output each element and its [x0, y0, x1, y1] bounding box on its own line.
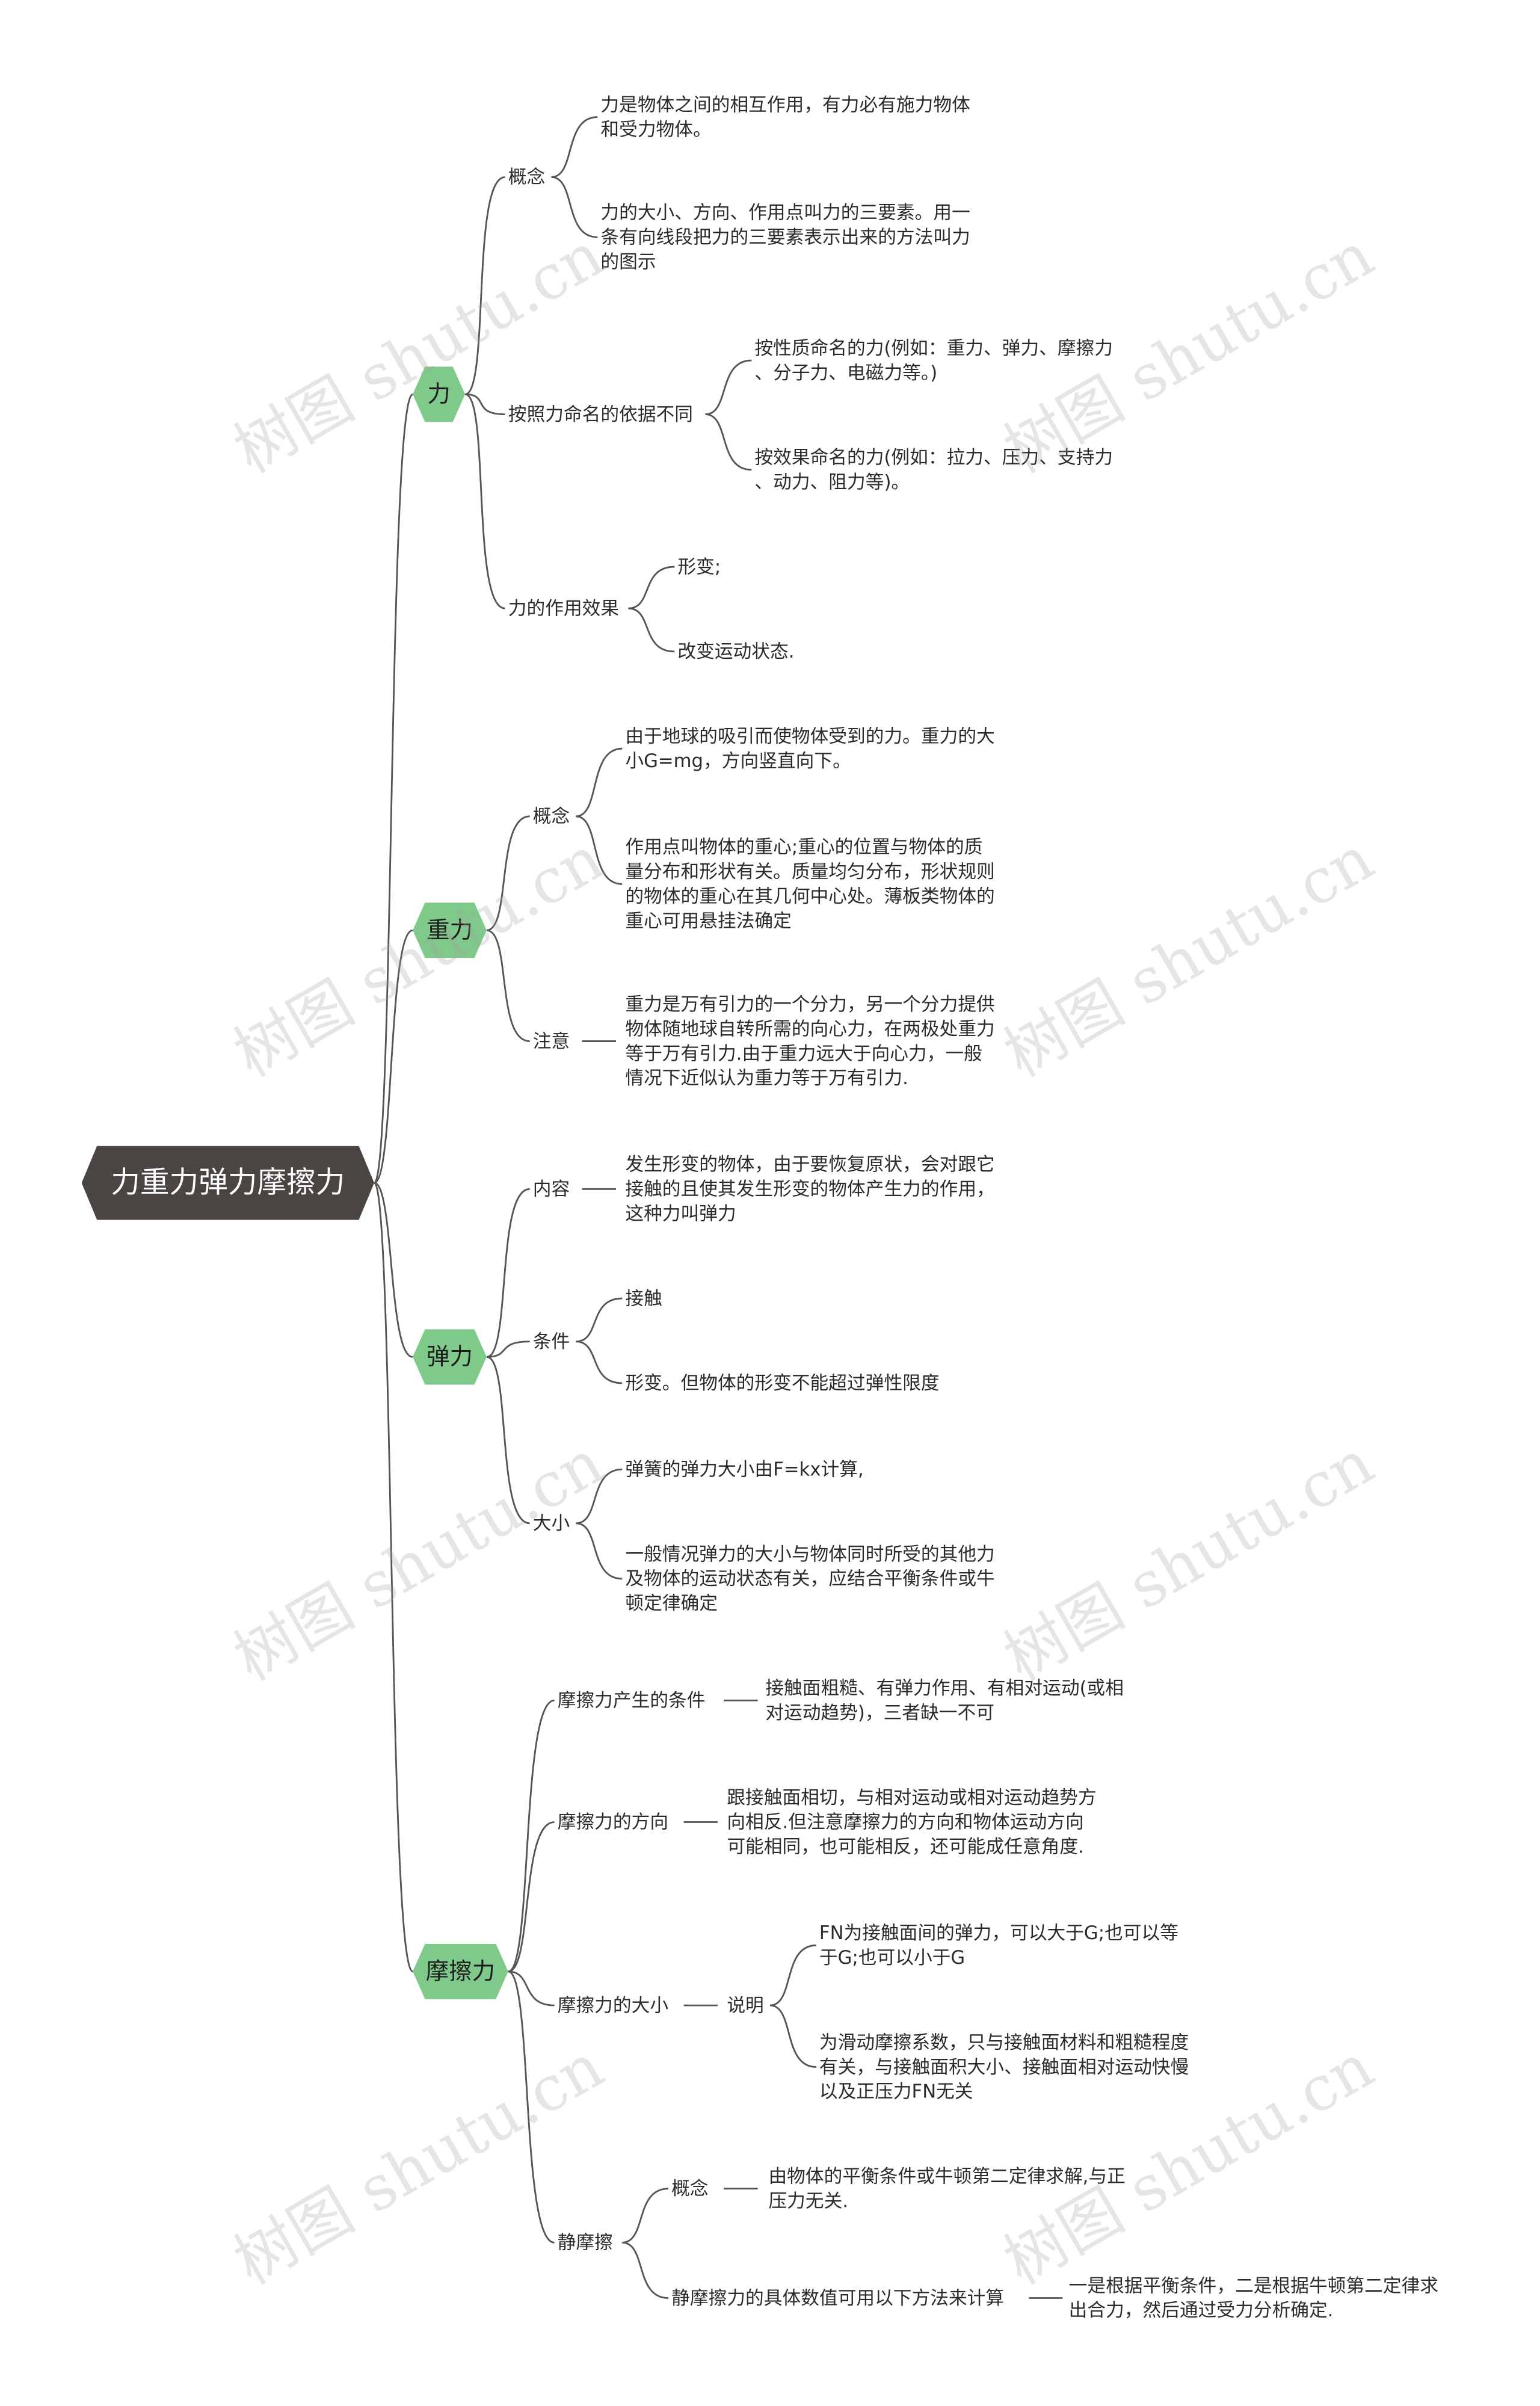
subtopic-li-effect[interactable]: 力的作用效果 — [508, 597, 620, 620]
leaf-li-effect-1[interactable]: 形变; — [677, 556, 721, 578]
leaf-mocali-condition[interactable]: 接触面粗糙、有弹力作用、有相对运动(或相 对运动趋势)，三者缺一不可 — [765, 1677, 1124, 1724]
leaf-li-naming-1[interactable]: 按性质命名的力(例如：重力、弹力、摩擦力 、分子力、电磁力等。) — [754, 337, 1113, 384]
leaf-tanli-condition-2[interactable]: 形变。但物体的形变不能超过弹性限度 — [625, 1372, 940, 1394]
topic-zhongli[interactable]: 重力 — [413, 902, 487, 958]
leaf-tanli-magnitude-2[interactable]: 一般情况弹力的大小与物体同时所受的其他力 及物体的运动状态有关，应结合平衡条件或… — [625, 1543, 995, 1614]
subtopic-zhongli-concept[interactable]: 概念 — [532, 805, 570, 827]
subtopic-mocali-direction[interactable]: 摩擦力的方向 — [557, 1811, 669, 1833]
subtopic-zhongli-note[interactable]: 注意 — [532, 1030, 570, 1052]
leaf-mocali-direction[interactable]: 跟接触面相切，与相对运动或相对运动趋势方 向相反.但注意摩擦力的方向和物体运动方… — [727, 1786, 1097, 1858]
leaf-li-concept-1[interactable]: 力是物体之间的相互作用，有力必有施力物体 和受力物体。 — [600, 94, 970, 140]
subtopic-static-concept[interactable]: 概念 — [671, 2177, 709, 2200]
topic-mocali[interactable]: 摩擦力 — [413, 1944, 508, 1999]
leaf-tanli-magnitude-1[interactable]: 弹簧的弹力大小由F=kx计算, — [625, 1458, 864, 1481]
leaf-tanli-content[interactable]: 发生形变的物体，由于要恢复原状，会对跟它 接触的且使其发生形变的物体产生力的作用… — [625, 1153, 995, 1225]
leaf-tanli-condition-1[interactable]: 接触 — [625, 1288, 662, 1309]
topic-li[interactable]: 力 — [413, 366, 465, 422]
root-topic[interactable]: 力重力弹力摩擦力 — [82, 1146, 374, 1220]
leaf-zhongli-note[interactable]: 重力是万有引力的一个分力，另一个分力提供 物体随地球自转所需的向心力，在两极处重… — [625, 993, 995, 1089]
subtopic-li-naming[interactable]: 按照力命名的依据不同 — [508, 403, 694, 425]
leaf-zhongli-concept-2[interactable]: 作用点叫物体的重心;重心的位置与物体的质 量分布和形状有关。质量均匀分布，形状规… — [625, 836, 995, 932]
subtopic-static-calculation[interactable]: 静摩擦力的具体数值可用以下方法来计算 — [671, 2287, 1005, 2309]
leaf-static-calculation[interactable]: 一是根据平衡条件，二是根据牛顿第二定律求 出合力，然后通过受力分析确定. — [1068, 2275, 1439, 2321]
subtopic-tanli-content[interactable]: 内容 — [532, 1178, 570, 1200]
leaf-zhongli-concept-1[interactable]: 由于地球的吸引而使物体受到的力。重力的大 小G=mg，方向竖直向下。 — [625, 725, 995, 772]
subtopic-tanli-magnitude[interactable]: 大小 — [532, 1512, 570, 1534]
subtopic-mocali-magnitude[interactable]: 摩擦力的大小 — [557, 1994, 669, 2017]
subtopic-mocali-explanation[interactable]: 说明 — [727, 1994, 764, 2017]
subtopic-tanli-condition[interactable]: 条件 — [532, 1330, 570, 1353]
leaf-mocali-explanation-1[interactable]: FN为接触面间的弹力，可以大于G;也可以等 于G;也可以小于G — [819, 1922, 1178, 1969]
leaf-mocali-explanation-2[interactable]: 为滑动摩擦系数，只与接触面材料和粗糙程度 有关，与接触面积大小、接触面相对运动快… — [819, 2031, 1189, 2103]
topic-tanli[interactable]: 弹力 — [413, 1329, 487, 1384]
leaf-li-concept-2[interactable]: 力的大小、方向、作用点叫力的三要素。用一 条有向线段把力的三要素表示出来的方法叫… — [600, 202, 970, 273]
leaf-li-effect-2[interactable]: 改变运动状态. — [677, 640, 795, 662]
leaf-li-naming-2[interactable]: 按效果命名的力(例如：拉力、压力、支持力 、动力、阻力等)。 — [754, 446, 1113, 493]
subtopic-li-concept[interactable]: 概念 — [508, 166, 546, 188]
subtopic-mocali-static[interactable]: 静摩擦 — [557, 2232, 613, 2254]
leaf-static-concept[interactable]: 由物体的平衡条件或牛顿第二定律求解,与正 压力无关. — [768, 2165, 1126, 2212]
subtopic-mocali-condition[interactable]: 摩擦力产生的条件 — [557, 1689, 706, 1712]
